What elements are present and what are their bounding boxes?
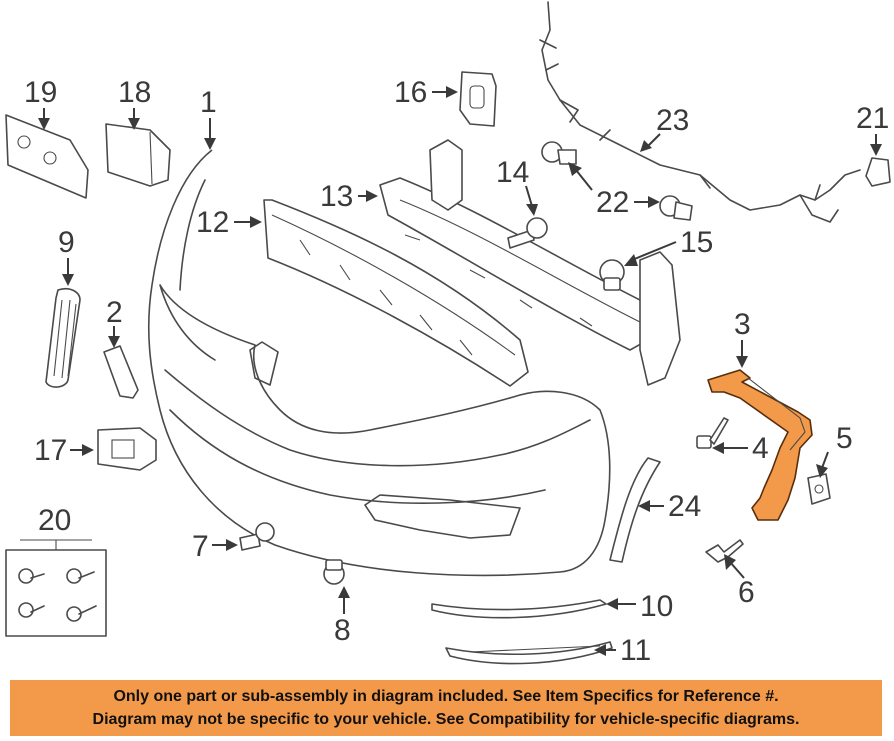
callout-24: 24 <box>638 490 701 523</box>
callout-4: 4 <box>712 432 769 465</box>
callout-label-9: 9 <box>58 226 75 259</box>
callout-label-2: 2 <box>106 296 123 329</box>
bumper-parts-diagram: 1 2 3 4 5 6 7 8 9 10 11 12 <box>5 1 891 667</box>
part-18-module <box>105 123 171 187</box>
callout-label-19: 19 <box>24 76 57 109</box>
callout-label-5: 5 <box>836 422 853 455</box>
callout-6: 6 <box>724 554 755 609</box>
part-13-reinforcement-beam <box>379 139 681 386</box>
part-24-wheel-molding <box>609 457 661 563</box>
callout-label-14: 14 <box>496 156 529 189</box>
part-15-nut <box>599 259 625 291</box>
callout-label-23: 23 <box>656 104 689 137</box>
part-8-push-nut <box>323 559 345 585</box>
callout-label-8: 8 <box>334 614 351 647</box>
callout-14: 14 <box>496 156 538 216</box>
callout-1: 1 <box>200 86 217 150</box>
callout-label-18: 18 <box>118 76 151 109</box>
part-22-park-sensors <box>541 141 693 221</box>
part-12-energy-absorber <box>263 199 529 387</box>
callout-20: 20 <box>20 504 92 550</box>
callout-label-6: 6 <box>738 576 755 609</box>
callout-12: 12 <box>196 206 262 239</box>
callout-3: 3 <box>734 308 751 368</box>
callout-7: 7 <box>192 530 238 563</box>
callout-18: 18 <box>118 76 151 130</box>
part-7-screw <box>239 522 275 551</box>
callout-label-22: 22 <box>596 186 629 219</box>
callout-13: 13 <box>320 180 378 213</box>
callout-label-10: 10 <box>640 590 673 623</box>
part-19-bracket <box>5 114 89 199</box>
callout-label-16: 16 <box>394 76 427 109</box>
part-20-hardware-kit <box>5 549 107 637</box>
callout-label-15: 15 <box>680 226 713 259</box>
callout-label-12: 12 <box>196 206 229 239</box>
callout-label-11: 11 <box>620 634 651 667</box>
part-17-sensor <box>97 427 157 471</box>
callout-label-20: 20 <box>38 504 71 537</box>
part-20-screws <box>18 568 97 622</box>
compatibility-notice: Only one part or sub-assembly in diagram… <box>10 680 882 736</box>
part-3-bracket-highlighted <box>707 369 813 521</box>
callout-label-3: 3 <box>734 308 751 341</box>
part-16-mount-bracket <box>459 71 497 127</box>
callout-15: 15 <box>624 226 713 266</box>
callout-11: 11 <box>594 634 651 667</box>
part-14-bolt <box>507 217 548 249</box>
callout-label-17: 17 <box>34 434 67 467</box>
callout-16: 16 <box>394 76 458 109</box>
callout-21: 21 <box>856 102 889 156</box>
callout-22: 22 <box>568 162 660 219</box>
part-5-clip-nut <box>807 473 831 505</box>
callout-19: 19 <box>24 76 57 130</box>
part-1-bumper-cover <box>147 149 611 577</box>
callout-9: 9 <box>58 226 75 286</box>
callout-label-21: 21 <box>856 102 889 135</box>
callout-8: 8 <box>334 586 351 647</box>
part-11-lower-trim <box>445 641 613 665</box>
notice-line-1: Only one part or sub-assembly in diagram… <box>113 688 779 705</box>
callout-label-7: 7 <box>192 530 209 563</box>
callout-label-13: 13 <box>320 180 353 213</box>
part-21-park-sensor <box>865 157 891 187</box>
callout-23: 23 <box>640 104 689 152</box>
part-6-push-pin <box>705 539 744 563</box>
part-23-wiring-harness <box>539 1 861 223</box>
callout-17: 17 <box>34 434 94 467</box>
part-2-trim <box>103 345 139 399</box>
part-9-grille-insert <box>45 287 81 388</box>
part-4-bolt <box>696 417 729 449</box>
callout-10: 10 <box>606 590 673 623</box>
callout-label-24: 24 <box>668 490 701 523</box>
callout-label-4: 4 <box>752 432 769 465</box>
callout-5: 5 <box>816 422 853 478</box>
callout-2: 2 <box>106 296 123 348</box>
notice-line-2: Diagram may not be specific to your vehi… <box>92 711 800 728</box>
part-10-molding <box>431 599 607 619</box>
callout-label-1: 1 <box>200 86 217 119</box>
